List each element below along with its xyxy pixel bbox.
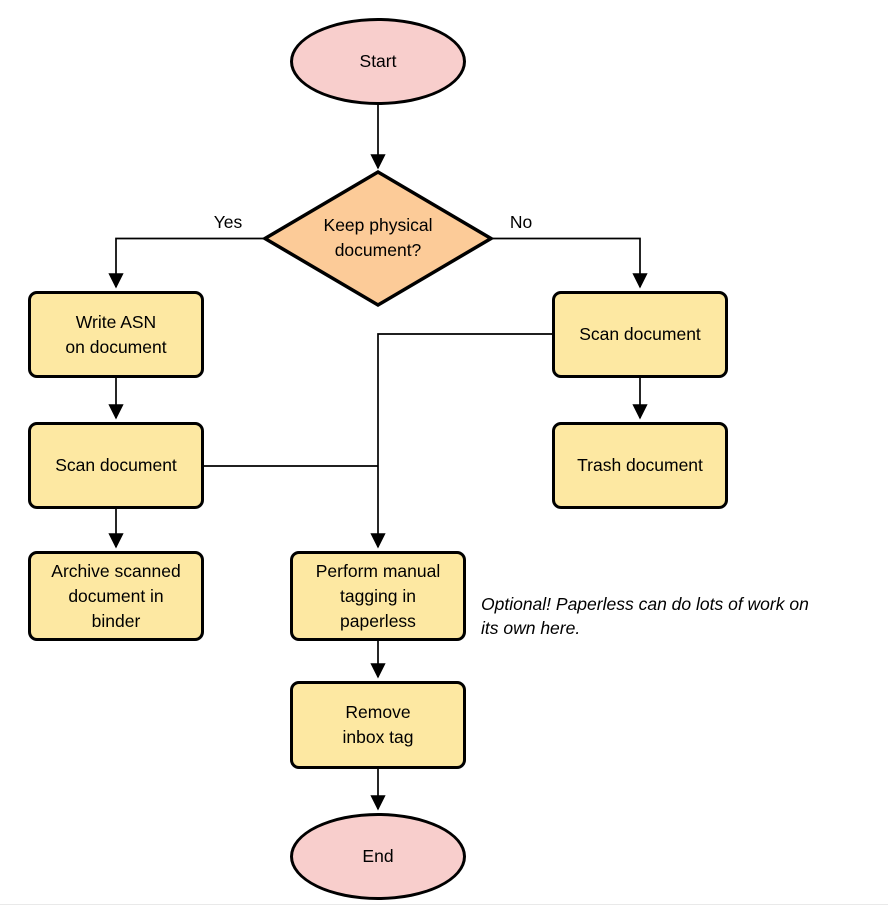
tagging-line3: paperless [340,610,416,631]
node-scan-document-left: Scan document [28,422,204,509]
annotation-line1: Optional! Paperless can do lots of work … [481,594,809,614]
node-trash-document: Trash document [552,422,728,509]
edge-label-yes: Yes [206,211,250,233]
node-start-label: Start [359,51,397,71]
edge-label-no: No [499,211,543,233]
annotation-optional-paperless: Optional! Paperless can do lots of work … [481,592,809,640]
archive-line2: document in [68,585,164,606]
node-start: Start [290,18,466,105]
decision-diamond-shape [261,169,495,308]
node-perform-tagging: Perform manual tagging in paperless [290,551,466,641]
scan-left-label: Scan document [55,455,177,475]
edge-scanright-to-tagging [370,333,552,549]
archive-line3: binder [91,610,141,631]
node-write-asn: Write ASN on document [28,291,204,378]
edge-decision-yes [108,237,265,289]
node-remove-inbox-tag: Remove inbox tag [290,681,466,769]
edge-decision-no [491,237,648,289]
remove-inbox-line1: Remove [345,702,411,722]
decision-label-line2: document? [334,240,422,260]
decision-label-line1: Keep physical [323,215,433,235]
node-end: End [290,813,466,900]
annotation-line2: its own here. [481,618,581,638]
node-archive-document: Archive scanned document in binder [28,551,204,641]
tagging-line1: Perform manual [315,560,441,581]
node-keep-physical-decision: Keep physical document? [290,213,466,263]
write-asn-line2: on document [65,336,167,357]
scan-right-label: Scan document [579,324,701,344]
tagging-line2: tagging in [340,585,416,606]
canvas-bottom-edge [0,904,888,905]
remove-inbox-line2: inbox tag [342,727,414,747]
archive-line1: Archive scanned [51,560,181,581]
write-asn-line1: Write ASN [75,311,157,332]
trash-label: Trash document [577,455,703,475]
node-scan-document-right: Scan document [552,291,728,378]
node-end-label: End [362,846,394,866]
